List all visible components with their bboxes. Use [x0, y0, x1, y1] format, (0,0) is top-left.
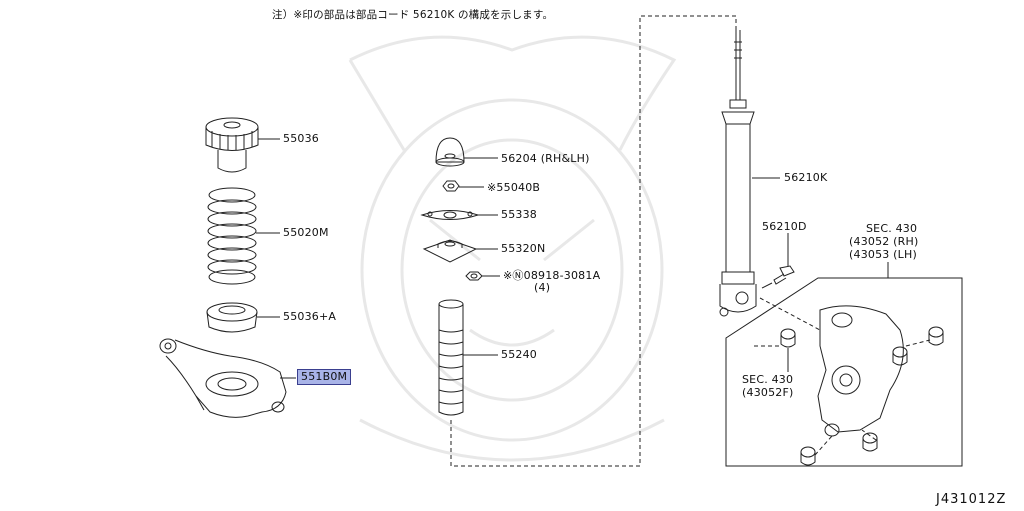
- sec430-lh: (43053 (LH): [849, 248, 917, 261]
- part-label-55020M[interactable]: 55020M: [283, 226, 329, 239]
- part-label-55320N[interactable]: 55320N: [501, 242, 546, 255]
- bushing-left: [780, 328, 796, 348]
- sec430b-title[interactable]: SEC. 430: [742, 373, 794, 386]
- part-label-56210K[interactable]: 56210K: [784, 171, 828, 184]
- bushing-bottom-left: [800, 446, 816, 466]
- bushing-bottom-right: [862, 432, 878, 452]
- bushing-right-mid: [892, 346, 908, 366]
- bolt-56210D: [761, 265, 795, 289]
- part-label-55036[interactable]: 55036: [283, 132, 319, 145]
- bump-boot-55240: [438, 299, 464, 416]
- part-label-56210D[interactable]: 56210D: [762, 220, 807, 233]
- bushing-right-top: [928, 326, 944, 346]
- sec430-bracket: [725, 262, 963, 467]
- group-bracket-56210K: [450, 15, 737, 467]
- part-label-55040B[interactable]: ※55040B: [487, 181, 541, 194]
- sec430-title[interactable]: SEC. 430: [866, 222, 918, 235]
- part-label-55240[interactable]: 55240: [501, 348, 537, 361]
- diagram-code: J431012Z: [936, 492, 1007, 507]
- nut-08918: [465, 271, 483, 281]
- axle-knuckle-sec430: [817, 305, 904, 437]
- shock-absorber-56210K: [719, 30, 757, 317]
- sec430b-code: (43052F): [742, 386, 794, 399]
- part-label-55338[interactable]: 55338: [501, 208, 537, 221]
- part-label-56204[interactable]: 56204 (RH&LH): [501, 152, 590, 165]
- sec430-rh: (43052 (RH): [849, 235, 919, 248]
- coil-spring-55020M: [207, 187, 257, 285]
- part-label-08918-3081A[interactable]: ※Ⓝ08918-3081A: [503, 269, 601, 282]
- washer-plate-55338: [420, 210, 480, 220]
- dust-cover-56204: [435, 137, 465, 167]
- part-label-551B0M[interactable]: 551B0M: [297, 369, 352, 385]
- bump-stop-55036: [205, 117, 259, 173]
- diagram-note: 注）※印の部品は部品コード 56210K の構成を示します。: [272, 9, 554, 21]
- nut-55040B: [442, 180, 460, 192]
- lower-link-551B0M: [159, 338, 287, 418]
- watermark-emblem: [348, 35, 677, 462]
- part-qty-08918: (4): [534, 281, 551, 294]
- spring-seat-55036A: [206, 302, 258, 333]
- part-label-55036A[interactable]: 55036+A: [283, 310, 337, 323]
